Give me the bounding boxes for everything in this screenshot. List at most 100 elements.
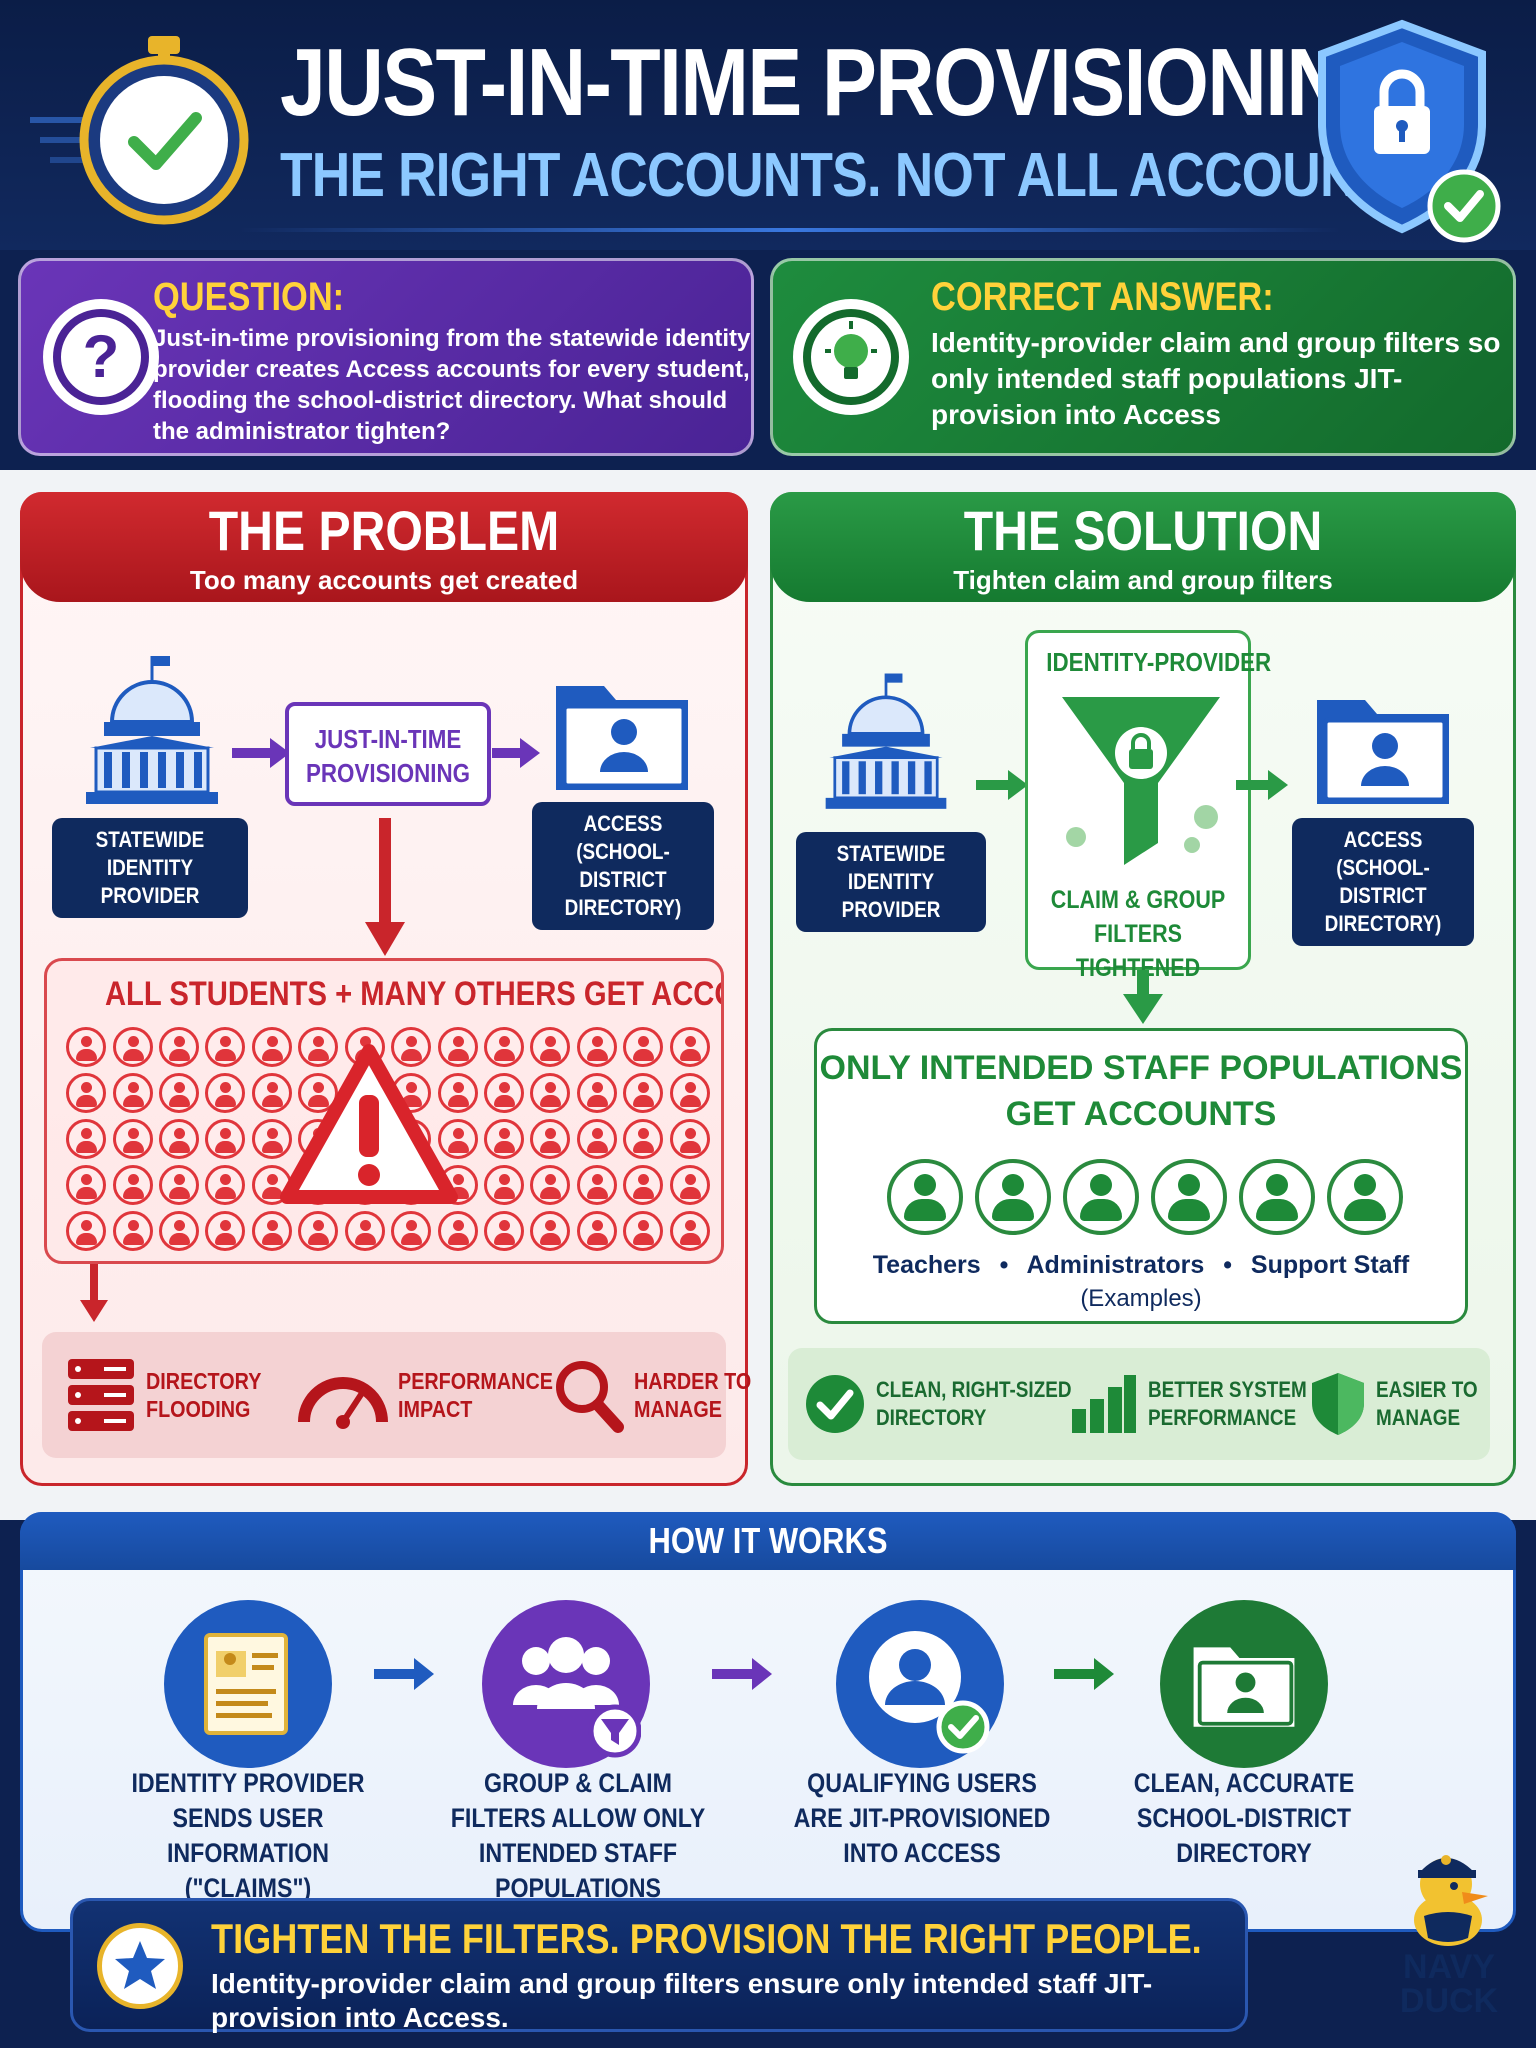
arrow-right-icon <box>232 738 290 768</box>
shield-lock-icon <box>1318 19 1501 243</box>
folder-user-icon <box>556 686 688 790</box>
student-avatar-icon <box>576 1027 617 1067</box>
id-document-icon <box>204 1633 288 1735</box>
student-avatar-icon <box>251 1027 292 1067</box>
bar-chart-icon <box>1072 1375 1136 1433</box>
filter-top-label: IDENTITY-PROVIDER <box>1046 647 1272 677</box>
how-it-works-header: HOW IT WORKS <box>20 1512 1516 1570</box>
arrow-right-icon <box>1236 770 1288 800</box>
student-avatar-icon <box>437 1027 478 1067</box>
jit-provisioning-box: JUST-IN-TIME PROVISIONING <box>285 702 491 806</box>
student-avatar-icon <box>484 1027 525 1067</box>
student-avatar-icon <box>66 1119 107 1159</box>
magnifier-icon <box>556 1361 624 1433</box>
arrow-down-icon <box>1123 970 1163 1024</box>
answer-label: CORRECT ANSWER: <box>931 275 1274 319</box>
student-avatar-icon <box>159 1073 200 1113</box>
student-avatar-icon <box>530 1165 571 1205</box>
step-3-circle <box>836 1600 1004 1768</box>
student-avatar-icon <box>669 1165 710 1205</box>
question-text: Just-in-time provisioning from the state… <box>153 325 751 445</box>
shield-icon <box>1312 1373 1364 1435</box>
footer-banner: TIGHTEN THE FILTERS. PROVISION THE RIGHT… <box>70 1898 1248 2033</box>
student-avatar-icon <box>159 1165 200 1205</box>
students-box: ALL STUDENTS + MANY OTHERS GET ACCOUNTS <box>44 958 724 1264</box>
student-avatar-icon <box>112 1211 153 1251</box>
student-avatar-icon <box>251 1073 292 1113</box>
staff-roles: Teachers • Administrators • Support Staf… <box>872 1251 1410 1279</box>
problem-subtitle: Too many accounts get created <box>189 565 579 595</box>
student-grid <box>63 1027 713 1251</box>
staff-avatar-icon <box>887 1159 963 1235</box>
student-avatar-icon <box>66 1027 107 1067</box>
student-avatar-icon <box>298 1027 339 1067</box>
role-teachers: Teachers <box>872 1251 981 1279</box>
student-avatar-icon <box>112 1119 153 1159</box>
role-support-staff: Support Staff <box>1250 1251 1410 1279</box>
student-avatar-icon <box>576 1119 617 1159</box>
student-avatar-icon <box>205 1211 246 1251</box>
banner-text: Identity-provider claim and group filter… <box>211 1968 1153 2033</box>
answer-card: CORRECT ANSWER: Identity-provider claim … <box>770 258 1516 456</box>
role-administrators: Administrators <box>1026 1251 1205 1279</box>
student-avatar-icon <box>112 1027 153 1067</box>
student-avatar-icon <box>669 1073 710 1113</box>
student-avatar-icon <box>437 1119 478 1159</box>
student-avatar-icon <box>484 1211 525 1251</box>
user-check-icon <box>869 1631 990 1754</box>
capitol-building-icon <box>86 656 218 804</box>
step-4-circle <box>1160 1600 1328 1768</box>
student-avatar-icon <box>159 1027 200 1067</box>
student-avatar-icon <box>205 1027 246 1067</box>
problem-source-label: STATEWIDE IDENTITY PROVIDER <box>52 818 248 918</box>
step-2-label: GROUP & CLAIM FILTERS ALLOW ONLY INTENDE… <box>450 1768 706 1903</box>
student-avatar-icon <box>530 1211 571 1251</box>
arrow-down-icon <box>365 818 405 956</box>
answer-text: Identity-provider claim and group filter… <box>931 327 1501 430</box>
staff-title: ONLY INTENDED STAFF POPULATIONS GET ACCO… <box>819 1049 1463 1133</box>
student-avatar-icon <box>112 1165 153 1205</box>
student-avatar-icon <box>484 1073 525 1113</box>
speedometer-icon <box>298 1377 388 1429</box>
staff-box: ONLY INTENDED STAFF POPULATIONS GET ACCO… <box>814 1028 1468 1324</box>
problem-title: THE PROBLEM <box>208 499 560 562</box>
staff-avatar-icon <box>975 1159 1051 1235</box>
student-avatar-icon <box>669 1027 710 1067</box>
student-avatar-icon <box>623 1165 664 1205</box>
student-avatar-icon <box>530 1119 571 1159</box>
student-avatar-icon <box>112 1073 153 1113</box>
student-avatar-icon <box>576 1073 617 1113</box>
arrow-right-icon <box>1054 1658 1114 1690</box>
student-avatar-icon <box>205 1165 246 1205</box>
star-icon <box>97 1923 183 2009</box>
filter-box: IDENTITY-PROVIDER CLAIM & GROUP FILTERS … <box>1025 630 1272 982</box>
step-1-label: IDENTITY PROVIDER SENDS USER INFORMATION… <box>131 1768 365 1903</box>
folder-user-icon <box>1317 700 1449 804</box>
question-mark-icon: ? <box>43 299 159 415</box>
lightbulb-icon <box>793 299 909 415</box>
svg-text:?: ? <box>83 323 120 390</box>
student-avatar-icon <box>66 1211 107 1251</box>
student-avatar-icon <box>298 1211 339 1251</box>
student-avatar-icon <box>344 1211 385 1251</box>
arrow-right-icon <box>492 738 540 768</box>
filter-bottom-label: CLAIM & GROUP FILTERS TIGHTENED <box>1050 886 1226 982</box>
funnel-lock-icon <box>1062 697 1220 865</box>
step-4-label: CLEAN, ACCURATE SCHOOL-DISTRICT DIRECTOR… <box>1133 1768 1355 1868</box>
arrow-right-icon <box>712 1658 772 1690</box>
staff-avatar-icon <box>1239 1159 1315 1235</box>
checkmark-icon <box>806 1375 864 1433</box>
page-subtitle: THE RIGHT ACCOUNTS. NOT ALL ACCOUNTS. <box>280 141 1439 210</box>
banner-title: TIGHTEN THE FILTERS. PROVISION THE RIGHT… <box>211 1915 1202 1962</box>
problem-target-label: ACCESS (SCHOOL-DISTRICT DIRECTORY) <box>532 802 714 930</box>
step-1-circle <box>164 1600 332 1768</box>
student-avatar-icon <box>437 1211 478 1251</box>
